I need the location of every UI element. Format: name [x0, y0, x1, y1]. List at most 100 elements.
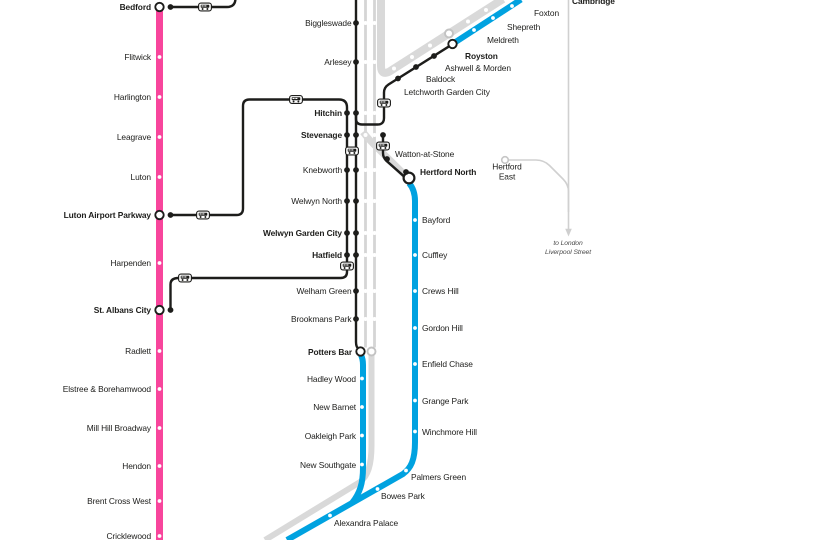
- station-marker-open-black: [154, 209, 165, 221]
- station-marker-white-sm: [372, 21, 377, 25]
- station-marker-white-sm: [372, 60, 377, 64]
- station-label-bayford: Bayford: [422, 214, 451, 225]
- station-label-biggleswade: Biggleswade: [305, 17, 352, 28]
- station-marker-white-sm: [372, 231, 377, 235]
- station-marker-white: [157, 261, 162, 265]
- station-marker-black: [403, 169, 409, 175]
- station-label-gordon-hill: Gordon Hill: [422, 322, 463, 333]
- station-marker-white-sm: [363, 289, 368, 293]
- station-label-winchmore-hill: Winchmore Hill: [422, 426, 477, 437]
- station-marker-white-sm: [428, 43, 432, 48]
- station-marker-white: [157, 135, 162, 139]
- station-label-hertford-east: Hertford East: [492, 161, 522, 182]
- station-marker-white-sm: [363, 199, 368, 203]
- station-label-st-albans-city: St. Albans City: [93, 304, 151, 315]
- station-marker-white-sm: [363, 317, 368, 321]
- station-label-baldock: Baldock: [426, 73, 456, 84]
- station-label-luton-airport-parkway: Luton Airport Parkway: [63, 209, 152, 220]
- station-label-leagrave: Leagrave: [116, 131, 151, 142]
- station-marker-white-sm: [363, 60, 368, 64]
- station-marker-white: [413, 253, 417, 257]
- station-marker-open-black: [154, 1, 165, 13]
- station-marker-black: [344, 110, 350, 116]
- station-marker-white-sm: [372, 133, 377, 137]
- station-label-crews-hill: Crews Hill: [422, 285, 459, 296]
- station-label-radlett: Radlett: [125, 345, 151, 356]
- station-marker-white-sm: [410, 55, 414, 59]
- station-marker-white: [413, 362, 417, 366]
- station-marker-white: [413, 326, 417, 330]
- station-label-meldreth: Meldreth: [487, 34, 519, 45]
- station-label-mill-hill-broadway: Mill Hill Broadway: [86, 422, 151, 433]
- station-label-flitwick: Flitwick: [124, 51, 151, 62]
- line-letchworth-royston-branch: [354, 43, 454, 126]
- station-label-welham-green: Welham Green: [296, 285, 352, 296]
- line-blue-west: [349, 353, 366, 505]
- station-label-stevenage: Stevenage: [301, 129, 342, 140]
- station-marker-white-sm: [466, 19, 470, 24]
- station-label-enfield-chase: Enfield Chase: [422, 358, 473, 369]
- station-marker-white: [510, 4, 514, 8]
- station-label-hatfield: Hatfield: [312, 249, 342, 260]
- station-marker-white: [157, 95, 162, 99]
- station-marker-white: [360, 376, 364, 381]
- line-bedford-bus-link: [170, 0, 237, 9]
- station-marker-white-sm: [372, 253, 377, 257]
- station-label-oakleigh-park: Oakleigh Park: [304, 430, 356, 441]
- station-marker-open-black: [355, 346, 366, 357]
- station-marker-black: [167, 212, 174, 218]
- station-label-ashwell-morden: Ashwell & Morden: [445, 62, 511, 73]
- station-label-alexandra-palace: Alexandra Palace: [334, 517, 399, 528]
- station-marker-white-sm: [372, 111, 377, 115]
- station-marker-black: [344, 132, 350, 138]
- station-marker-black: [344, 252, 350, 258]
- station-marker-white: [157, 426, 162, 430]
- station-label-hitchin: Hitchin: [314, 107, 342, 118]
- station-marker-white-sm: [372, 289, 377, 293]
- station-marker-open-gray: [366, 346, 377, 357]
- arrow-liverpool-street: [565, 228, 572, 237]
- station-label-grange-park: Grange Park: [422, 395, 469, 406]
- station-marker-white-sm: [363, 21, 368, 25]
- station-marker-white: [157, 499, 162, 503]
- station-marker-black: [344, 230, 350, 236]
- station-marker-white: [472, 28, 476, 32]
- station-marker-open-gray: [444, 28, 454, 39]
- station-marker-white: [413, 289, 417, 293]
- station-marker-white: [157, 175, 162, 179]
- station-marker-black: [384, 156, 390, 162]
- station-label-bedford: Bedford: [119, 1, 152, 12]
- station-marker-black: [353, 252, 359, 258]
- station-marker-black: [353, 110, 359, 116]
- station-marker-white-sm: [372, 199, 377, 203]
- station-marker-white: [157, 349, 162, 353]
- station-marker-white-sm: [484, 8, 488, 12]
- station-marker-black: [413, 64, 419, 70]
- station-label-elstree-borehamwood: Elstree & Borehamwood: [62, 383, 151, 394]
- station-marker-open-black: [154, 304, 165, 316]
- station-label-cambridge: Cambridge: [572, 0, 615, 6]
- station-label-cuffley: Cuffley: [422, 249, 448, 260]
- station-marker-white: [360, 405, 364, 409]
- station-marker-black: [344, 198, 350, 204]
- station-marker-white: [413, 398, 417, 403]
- station-marker-black: [431, 53, 437, 59]
- station-label-shepreth: Shepreth: [507, 21, 541, 32]
- station-marker-open-black-lg: [402, 171, 416, 185]
- station-marker-black: [353, 132, 359, 138]
- station-marker-black: [353, 20, 359, 26]
- station-marker-black: [353, 198, 359, 204]
- station-label-bowes-park: Bowes Park: [381, 490, 425, 501]
- station-marker-black: [353, 288, 359, 294]
- station-marker-black: [353, 167, 359, 173]
- station-marker-white: [328, 513, 332, 518]
- line-gray-cambridge-band: [377, 0, 506, 77]
- station-label-welwyn-garden-city: Welwyn Garden City: [262, 227, 342, 238]
- station-markers-layer: [154, 1, 514, 538]
- station-marker-white: [157, 534, 162, 538]
- station-marker-white-sm: [363, 253, 368, 257]
- station-label-palmers-green: Palmers Green: [411, 471, 467, 482]
- station-label-hertford-north: Hertford North: [420, 166, 477, 177]
- station-marker-white: [360, 433, 364, 438]
